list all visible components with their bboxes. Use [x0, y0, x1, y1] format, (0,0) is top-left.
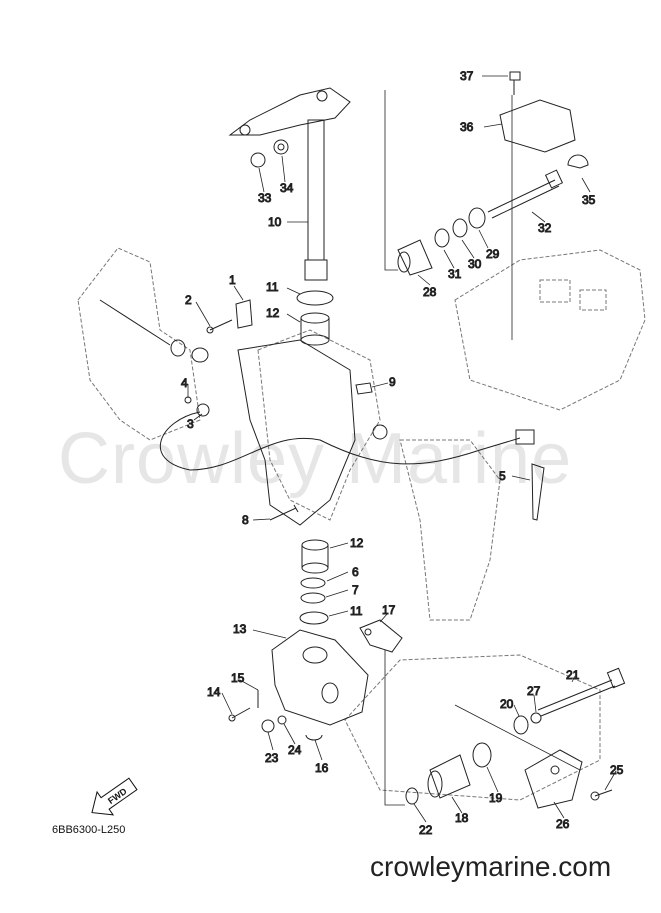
- fwd-arrow-icon: FWD: [91, 777, 138, 816]
- site-url-link[interactable]: crowleymarine.com: [370, 851, 612, 882]
- reference-lines: [384, 90, 581, 806]
- tie-5: [531, 463, 545, 521]
- callout-11-upper: 11: [266, 280, 279, 294]
- steering-shaft: [304, 119, 328, 281]
- callout-19: 19: [489, 791, 503, 805]
- callout-24: 24: [288, 743, 302, 757]
- ground-wire: [159, 411, 535, 471]
- callout-26: 26: [556, 817, 570, 831]
- bushing-12-lower: [301, 539, 329, 574]
- callout-32: 32: [538, 221, 552, 235]
- callout-12-upper: 12: [266, 306, 280, 320]
- washer-27: [530, 712, 542, 724]
- washer-20: [513, 715, 529, 735]
- callout-3: 3: [187, 417, 194, 431]
- bracket-17: [359, 619, 403, 653]
- callout-8: 8: [242, 513, 249, 527]
- engine-block-outline: [454, 249, 646, 411]
- bolt-21: [537, 667, 626, 717]
- steering-arm: [228, 87, 351, 136]
- callout-12-lower: 12: [350, 536, 364, 550]
- nut-33: [250, 152, 266, 168]
- callout-22: 22: [419, 823, 433, 837]
- bolt-37: [509, 71, 521, 95]
- callout-6: 6: [352, 565, 359, 579]
- lower-casing-outline: [344, 654, 601, 801]
- washer-11-lower: [299, 611, 329, 625]
- fitting-9: [355, 382, 373, 395]
- callout-34: 34: [280, 181, 294, 195]
- callout-21: 21: [566, 668, 580, 682]
- callout-20: 20: [500, 697, 514, 711]
- mount-rubber-18: [427, 754, 471, 799]
- callout-7: 7: [352, 583, 359, 597]
- callout-14: 14: [207, 685, 221, 699]
- callout-2: 2: [185, 293, 192, 307]
- callout-4: 4: [181, 376, 188, 390]
- bolt-2: [206, 319, 233, 334]
- callout-10: 10: [268, 215, 282, 229]
- callout-25: 25: [610, 763, 624, 777]
- cover-36: [499, 99, 576, 153]
- bolt-25: [590, 789, 613, 801]
- nut-23: [261, 719, 275, 733]
- callout-23: 23: [265, 751, 279, 765]
- callout-36: 36: [460, 120, 474, 134]
- diagram-code: 6BB6300-L250: [52, 824, 126, 836]
- callout-1: 1: [229, 273, 236, 287]
- leader-lines: [187, 75, 617, 823]
- callout-18: 18: [455, 811, 469, 825]
- callout-28: 28: [423, 285, 437, 299]
- callout-16: 16: [315, 761, 329, 775]
- washer-6: [300, 577, 326, 589]
- washer-31: [434, 228, 450, 248]
- callout-30: 30: [468, 257, 482, 271]
- bolt-32: [487, 169, 564, 219]
- washer-34: [273, 139, 289, 155]
- lower-mount-13: [271, 629, 369, 726]
- bracket-outline: [77, 247, 501, 621]
- bushing-35: [567, 154, 589, 169]
- washer-19: [472, 742, 492, 768]
- callout-9: 9: [389, 375, 396, 389]
- callout-31: 31: [448, 267, 462, 281]
- callout-37: 37: [460, 69, 474, 83]
- callout-11-lower: 11: [350, 604, 363, 618]
- washer-11-upper: [296, 290, 334, 306]
- plate-1: [235, 299, 253, 329]
- washer-30: [452, 218, 468, 238]
- washer-22: [405, 787, 419, 805]
- callout-29: 29: [486, 247, 500, 261]
- clip-3: [196, 403, 210, 417]
- washer-24: [277, 715, 287, 725]
- callout-27: 27: [527, 684, 541, 698]
- washer-7: [300, 592, 326, 604]
- bushing-12-upper: [300, 312, 330, 346]
- callout-13: 13: [233, 622, 247, 636]
- main-bracket: [99, 299, 388, 526]
- mount-rubber-28: [397, 239, 433, 276]
- callout-15: 15: [231, 671, 245, 685]
- clip-16: [305, 734, 323, 741]
- callout-33: 33: [258, 191, 272, 205]
- washer-29: [468, 207, 486, 229]
- callout-5: 5: [499, 469, 506, 483]
- callout-35: 35: [582, 193, 596, 207]
- callout-17: 17: [382, 603, 396, 617]
- watermark-text: Crowley Marine: [58, 419, 573, 499]
- callouts: 37 36 35 32 34 33 10 29 30 31 28 11 1 2 …: [181, 69, 625, 838]
- bolt-14: [228, 707, 251, 722]
- holder-26: [524, 749, 583, 809]
